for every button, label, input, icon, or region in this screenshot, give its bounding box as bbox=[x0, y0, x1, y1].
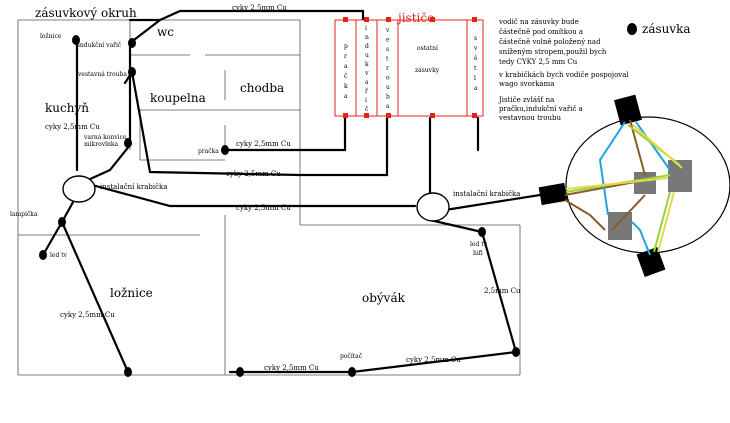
socket-indukcni-varic bbox=[128, 38, 136, 48]
note-line-4: sníženým stropem,použil bych bbox=[499, 48, 607, 56]
cable-end-left bbox=[538, 182, 568, 206]
legend-zasuvka: zásuvka bbox=[642, 22, 691, 36]
note-line-5: tedy CYKY 2,5 mm Cu bbox=[499, 58, 578, 66]
label-krabicka-left: instalační krabička bbox=[100, 183, 167, 191]
socket-bottom-mid bbox=[236, 367, 244, 377]
socket-led-tv-left bbox=[39, 250, 47, 260]
label-led-tv-left: led tv bbox=[50, 252, 68, 259]
cable-end-bottom bbox=[636, 246, 666, 278]
cable-label-mid2: cyky 2,5mm Cu bbox=[236, 204, 291, 212]
note-line-8: Jističe zvlášť na bbox=[498, 95, 554, 104]
cable-label-top: cyky 2,5mm Cu bbox=[232, 4, 287, 12]
room-obyvak: obývák bbox=[362, 291, 406, 305]
socket-varna-konvice bbox=[124, 138, 132, 148]
junction-box-left bbox=[62, 175, 96, 203]
cable-end-top bbox=[614, 94, 642, 126]
label-hifi: hifi bbox=[473, 250, 483, 257]
note-line-2: částečně pod omítkou a bbox=[499, 28, 583, 36]
note-line-6: v krabičkách bych vodiče pospojoval bbox=[498, 71, 629, 79]
cable-label-mid1: cyky 2,5mm Cu bbox=[226, 170, 281, 178]
note-line-10: vestavnou troubu bbox=[498, 114, 561, 122]
label-lampicka: lampička bbox=[10, 211, 38, 218]
cable-label-right: 2,5mm Cu bbox=[484, 287, 521, 295]
room-koupelna: koupelna bbox=[150, 91, 206, 105]
breaker-panel-title: jističe bbox=[396, 11, 434, 25]
room-wc: wc bbox=[157, 25, 174, 39]
junction-detail bbox=[538, 94, 730, 278]
cable-label-bottom2: cyky 2,5mm Cu bbox=[406, 356, 461, 364]
floor-plan-walls bbox=[17, 19, 521, 376]
breaker-ostatni-label: ostatní bbox=[417, 45, 438, 52]
label-krabicka-right: instalační krabička bbox=[453, 190, 520, 198]
socket-vestavna-trouba bbox=[128, 67, 136, 77]
cable-label-bottom1: cyky 2,5mm Cu bbox=[264, 364, 319, 372]
diagram-title: zásuvkový okruh bbox=[35, 6, 137, 20]
socket-pocitac bbox=[348, 367, 356, 377]
cable-label-kuchyn: cyky 2,5mm Cu bbox=[45, 123, 100, 131]
breaker-zasuvky-label: zásuvky bbox=[415, 67, 440, 74]
note-line-7: wago svorkama bbox=[499, 80, 554, 88]
room-loznice: ložnice bbox=[110, 286, 153, 300]
cable-label-pracka: cyky 2,5mm Cu bbox=[236, 140, 291, 148]
socket-loznice-top bbox=[72, 35, 80, 45]
note-line-9: pračku,indukční vařič a bbox=[499, 105, 583, 113]
sockets bbox=[39, 23, 637, 377]
label-indukcni-varic: indukční vařič bbox=[78, 42, 122, 49]
socket-right-bottom bbox=[512, 347, 520, 357]
note-line-1: vodič na zásuvky bude bbox=[498, 18, 579, 26]
socket-lampicka bbox=[58, 217, 66, 227]
label-led-tv-right: led tv bbox=[470, 241, 488, 248]
label-pracka: pračka bbox=[198, 148, 219, 155]
room-chodba: chodba bbox=[240, 81, 284, 95]
label-pocitac: počítač bbox=[340, 353, 363, 360]
label-varna-konvice: varná konvice bbox=[83, 134, 127, 141]
junction-box-right bbox=[416, 192, 450, 222]
label-loznice-small: ložnice bbox=[40, 33, 62, 40]
socket-loznice-bottom bbox=[124, 367, 132, 377]
socket-legend-icon bbox=[627, 23, 637, 35]
cable-label-loznice: cyky 2,5mm Cu bbox=[60, 311, 115, 319]
socket-pracka bbox=[221, 145, 229, 155]
room-kuchyn: kuchyň bbox=[45, 101, 89, 115]
wires bbox=[41, 9, 542, 374]
note-line-3: částečně volně položený nad bbox=[499, 38, 601, 46]
label-vestavna-trouba: vestavná trouba bbox=[77, 71, 127, 78]
wago-terminal-1 bbox=[634, 172, 656, 194]
label-mikrovlnka: mikrovlnka bbox=[84, 141, 119, 148]
wago-terminal-3 bbox=[608, 212, 632, 240]
socket-led-tv-right bbox=[478, 227, 486, 237]
